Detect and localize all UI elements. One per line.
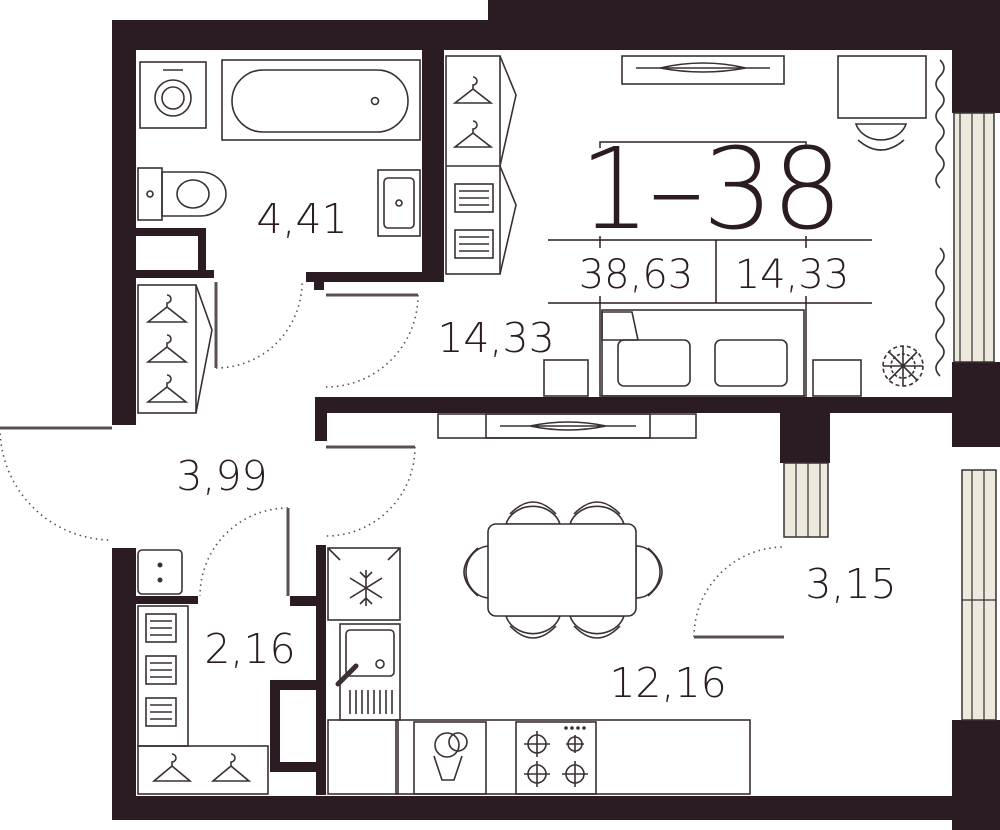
tv-icon <box>621 55 785 85</box>
walls <box>112 0 1000 830</box>
area-kitchen: 12,16 <box>609 659 726 707</box>
toilet-icon <box>137 167 227 221</box>
radiator-icon <box>454 183 494 213</box>
hanger-icon <box>145 294 189 323</box>
plant-icon <box>882 345 924 387</box>
total-area: 38,63 <box>579 252 694 298</box>
fridge-icon <box>327 547 401 621</box>
hanger-icon <box>452 120 494 148</box>
radiator-icon <box>145 613 177 643</box>
radiator-icon <box>145 655 177 685</box>
chair-icon <box>854 123 908 151</box>
windows <box>783 112 997 721</box>
area-balcony: 3,15 <box>805 560 896 608</box>
closet-unit <box>137 549 269 795</box>
room-labels: 4,41 14,33 3,99 2,16 12,16 3,15 <box>176 195 896 707</box>
area-hallway: 3,99 <box>176 452 267 500</box>
area-bedroom: 14,33 <box>437 314 554 362</box>
hanger-icon <box>151 753 193 782</box>
nightstands <box>543 359 862 397</box>
hanger-icon <box>210 753 252 782</box>
hanger-icon <box>145 374 189 403</box>
area-closet: 2,16 <box>204 625 295 673</box>
sink-icon <box>377 169 421 237</box>
desk-icon <box>837 55 927 119</box>
bathtub-icon <box>221 59 421 141</box>
radiator-icon <box>145 697 177 727</box>
hanger-icon <box>145 334 189 363</box>
kitchen-sink-icon <box>335 623 401 721</box>
tv-icon <box>437 413 697 439</box>
dishwasher-icon <box>413 721 487 795</box>
living-area: 14,33 <box>735 252 850 298</box>
washer-icon <box>139 61 207 129</box>
dining-table-icon <box>463 501 663 639</box>
stove-icon <box>515 721 597 795</box>
hanger-icon <box>452 76 494 104</box>
doors <box>0 281 785 639</box>
bedroom-wardrobe <box>445 55 517 275</box>
radiator-icon <box>454 229 494 259</box>
hallway-wardrobe <box>137 284 213 414</box>
unit-info: 1–38 38,63 14,33 <box>548 125 872 304</box>
curtain-icon <box>935 59 945 377</box>
unit-number: 1–38 <box>579 125 841 255</box>
area-bathroom: 4,41 <box>256 195 347 243</box>
